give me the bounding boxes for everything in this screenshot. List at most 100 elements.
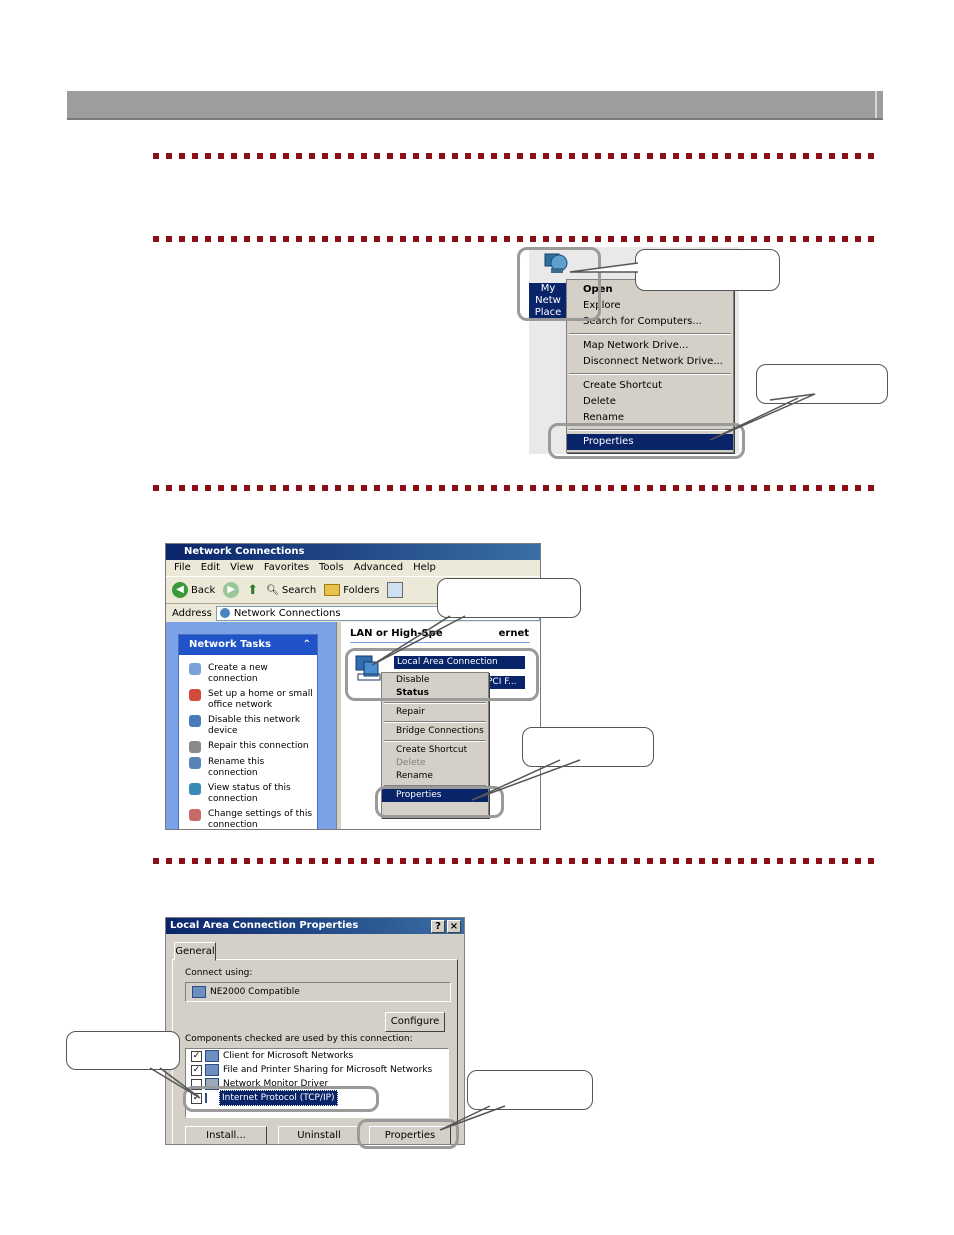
menu-item-rename[interactable]: Rename bbox=[583, 412, 625, 423]
search-button[interactable]: 🔍︎ Search bbox=[266, 585, 316, 596]
menu-item-status[interactable]: Status bbox=[396, 688, 429, 698]
dialog-title: Local Area Connection Properties bbox=[170, 920, 359, 931]
menu-item-create-shortcut[interactable]: Create Shortcut bbox=[396, 745, 468, 755]
menu-separator bbox=[384, 721, 486, 723]
callout-box bbox=[635, 249, 780, 291]
task-disable-device[interactable]: Disable this network device bbox=[189, 715, 313, 737]
callout-box bbox=[522, 727, 654, 767]
component-label: Client for Microsoft Networks bbox=[223, 1051, 354, 1061]
network-tasks-header[interactable]: Network Tasks ⌃ bbox=[179, 635, 317, 655]
task-label: View status of this connection bbox=[208, 783, 291, 804]
home-network-icon bbox=[189, 689, 201, 701]
menu-item-properties[interactable]: Properties bbox=[382, 789, 488, 802]
forward-arrow-icon[interactable]: ▶ bbox=[223, 582, 240, 598]
network-places-icon[interactable] bbox=[543, 251, 569, 275]
collapse-chevron-icon[interactable]: ⌃ bbox=[302, 639, 311, 650]
component-item[interactable]: ✓ Client for Microsoft Networks bbox=[186, 1049, 448, 1063]
status-icon bbox=[189, 783, 201, 795]
component-item[interactable]: Network Monitor Driver bbox=[186, 1077, 448, 1091]
network-tasks-panel: Network Tasks ⌃ Create a new connection … bbox=[178, 634, 318, 829]
menu-favorites[interactable]: Favorites bbox=[263, 562, 310, 573]
configure-button[interactable]: Configure bbox=[385, 1012, 445, 1032]
icon-highlight-ring bbox=[517, 247, 601, 321]
up-folder-icon[interactable]: ⬆ bbox=[247, 582, 259, 598]
menu-item-delete[interactable]: Delete bbox=[583, 396, 616, 407]
menu-item-rename[interactable]: Rename bbox=[396, 771, 433, 781]
task-rename[interactable]: Rename this connection bbox=[189, 757, 313, 779]
folder-icon bbox=[324, 584, 341, 596]
back-button-label: Back bbox=[191, 584, 216, 596]
task-label: Disable this network device bbox=[208, 715, 301, 736]
dialog-title-bar: Local Area Connection Properties ? × bbox=[166, 918, 464, 934]
menu-item-search-computers[interactable]: Search for Computers... bbox=[583, 316, 702, 327]
menu-item-map-network-drive[interactable]: Map Network Drive... bbox=[583, 340, 689, 351]
step-divider-3 bbox=[153, 485, 876, 491]
task-repair[interactable]: Repair this connection bbox=[189, 741, 313, 753]
menu-view[interactable]: View bbox=[230, 562, 254, 573]
properties-highlight-ring bbox=[375, 786, 504, 818]
network-tasks-title: Network Tasks bbox=[189, 639, 271, 650]
menu-item-properties[interactable]: Properties bbox=[567, 434, 733, 450]
wrench-icon bbox=[189, 741, 201, 753]
folders-button[interactable]: Folders bbox=[324, 584, 379, 596]
tcpip-highlight-ring bbox=[183, 1086, 379, 1112]
menu-item-create-shortcut[interactable]: Create Shortcut bbox=[583, 380, 662, 391]
help-button[interactable]: ? bbox=[431, 919, 445, 933]
menubar: File Edit View Favorites Tools Advanced … bbox=[166, 560, 540, 576]
menu-help[interactable]: Help bbox=[413, 562, 436, 573]
menu-advanced[interactable]: Advanced bbox=[353, 562, 404, 573]
task-change-settings[interactable]: Change settings of this connection bbox=[189, 809, 313, 829]
menu-separator bbox=[384, 740, 486, 742]
menu-item-disable[interactable]: Disable bbox=[396, 675, 430, 685]
menu-item-bridge-connections[interactable]: Bridge Connections bbox=[396, 726, 484, 736]
properties-button[interactable]: Properties bbox=[369, 1126, 451, 1144]
callout-pointers bbox=[149, 1067, 506, 1131]
connection-name[interactable]: Local Area Connection bbox=[394, 656, 525, 669]
task-label: Set up a home or small office network bbox=[208, 689, 313, 710]
menu-edit[interactable]: Edit bbox=[200, 562, 221, 573]
menu-separator bbox=[569, 429, 731, 431]
task-list: Create a new connection Set up a home or… bbox=[179, 655, 317, 829]
settings-icon bbox=[189, 809, 201, 821]
checkbox-unchecked-icon[interactable] bbox=[191, 1078, 202, 1090]
close-button[interactable]: × bbox=[447, 919, 461, 933]
connect-using-label: Connect using: bbox=[185, 968, 253, 978]
lan-connection-icon[interactable] bbox=[354, 654, 381, 682]
back-button[interactable]: ◀ Back bbox=[172, 582, 215, 598]
task-view-status[interactable]: View status of this connection bbox=[189, 783, 313, 805]
menu-tools[interactable]: Tools bbox=[319, 562, 344, 573]
protocol-icon bbox=[205, 1093, 215, 1103]
pane-splitter[interactable] bbox=[336, 622, 341, 829]
address-label: Address bbox=[172, 607, 212, 619]
task-home-network[interactable]: Set up a home or small office network bbox=[189, 689, 313, 711]
component-item[interactable]: ✓File and Printer Sharing for Microsoft … bbox=[186, 1063, 448, 1077]
search-icon: 🔍︎ bbox=[266, 584, 279, 596]
component-item-selected[interactable]: ✓Internet Protocol (TCP/IP) bbox=[186, 1090, 448, 1106]
checkbox-checked-icon[interactable]: ✓ bbox=[191, 1064, 202, 1076]
properties-highlight-ring bbox=[548, 423, 745, 459]
properties-highlight-ring bbox=[357, 1119, 459, 1149]
views-icon[interactable] bbox=[387, 582, 404, 598]
rename-icon bbox=[189, 757, 201, 769]
task-create-connection[interactable]: Create a new connection bbox=[189, 663, 313, 685]
section-header-bar bbox=[67, 91, 883, 120]
menu-item-explore[interactable]: Explore bbox=[583, 300, 621, 311]
network-places-label-line1: My Netw bbox=[535, 283, 561, 306]
step-divider-4 bbox=[153, 858, 876, 864]
step-divider-2 bbox=[153, 236, 876, 242]
menu-item-repair[interactable]: Repair bbox=[396, 707, 425, 717]
back-arrow-icon: ◀ bbox=[172, 582, 188, 598]
tab-panel: Connect using: NE2000 Compatible Configu… bbox=[172, 959, 458, 1144]
network-places-label[interactable]: My Netw Place bbox=[529, 283, 567, 319]
callout-box bbox=[467, 1070, 593, 1110]
checkbox-checked-icon[interactable]: ✓ bbox=[191, 1050, 202, 1062]
tab-general[interactable]: General bbox=[174, 942, 216, 961]
lan-group-heading-part1: LAN or High-Spe bbox=[350, 628, 443, 639]
install-button[interactable]: Install... bbox=[185, 1126, 267, 1144]
menu-item-open[interactable]: Open bbox=[583, 284, 613, 295]
network-icon bbox=[219, 608, 230, 618]
task-label: Create a new connection bbox=[208, 663, 268, 684]
checkbox-checked-icon[interactable]: ✓ bbox=[191, 1092, 202, 1104]
menu-file[interactable]: File bbox=[174, 562, 191, 573]
menu-item-disconnect-network-drive[interactable]: Disconnect Network Drive... bbox=[583, 356, 723, 367]
